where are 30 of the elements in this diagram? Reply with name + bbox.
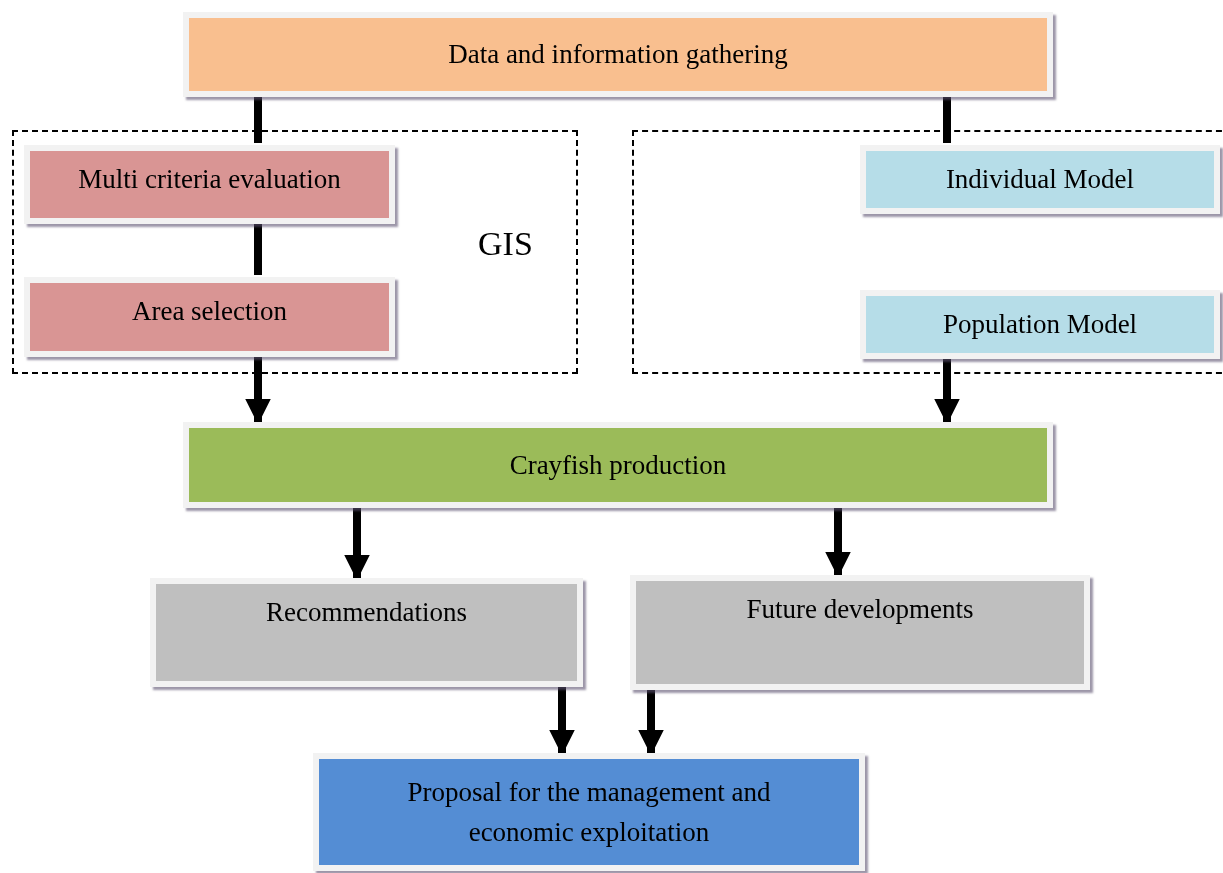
arrow — [934, 357, 960, 425]
box-label: Proposal for the management and economic exploitation — [406, 775, 772, 849]
box-label: Data and information gathering — [448, 38, 788, 72]
process-box — [24, 145, 395, 224]
box-label: Area selection — [131, 295, 288, 328]
process-box — [150, 578, 583, 687]
box-label: Individual Model — [945, 163, 1135, 197]
dashed-group-box — [12, 130, 578, 374]
process-box — [630, 575, 1090, 690]
group-label: GIS — [478, 224, 533, 264]
process-box — [24, 277, 395, 357]
process-box — [860, 290, 1220, 359]
process-box — [313, 753, 865, 871]
box-label: Population Model — [942, 308, 1138, 342]
connector-line — [254, 222, 262, 275]
arrow — [638, 690, 664, 756]
arrow — [825, 508, 851, 578]
arrow — [344, 508, 370, 581]
dashed-group-box — [632, 130, 1223, 374]
connector-line — [943, 97, 951, 143]
box-label: Multi criteria evaluation — [78, 163, 341, 196]
arrow — [549, 687, 575, 756]
process-box — [860, 145, 1220, 214]
box-label: Crayfish production — [509, 448, 727, 482]
box-label: Recommendations — [266, 596, 467, 629]
process-box — [183, 422, 1053, 508]
connector-line — [254, 97, 262, 143]
process-box — [183, 12, 1053, 97]
arrow — [245, 355, 271, 425]
box-label: Future developments — [746, 593, 974, 626]
